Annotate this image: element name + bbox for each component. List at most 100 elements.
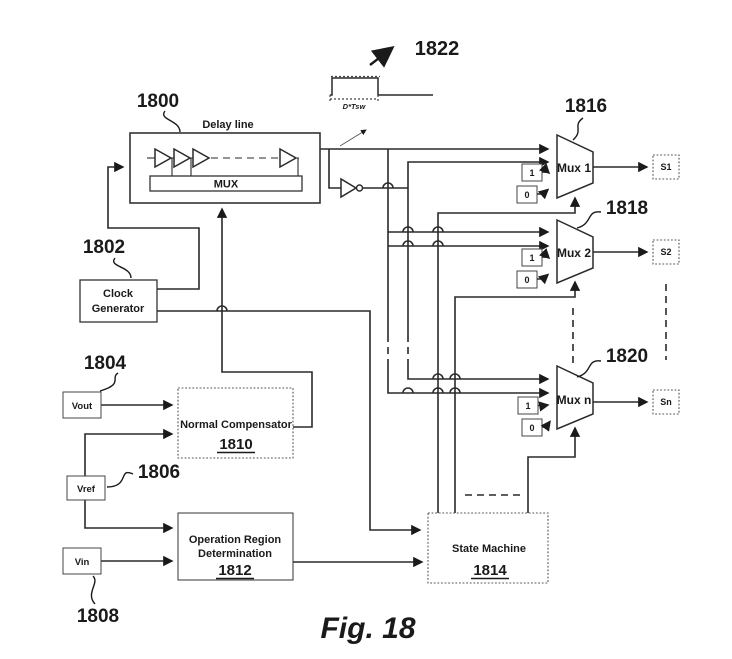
vin-label: Vin — [75, 557, 90, 568]
muxn-zero-arrow — [540, 420, 551, 432]
buffer-icon — [279, 147, 298, 169]
ref-1818: 1818 — [606, 198, 648, 219]
delay-mux-label: MUX — [214, 179, 239, 191]
state-machine-title: State Machine — [452, 543, 526, 555]
normal-compensator-ref: 1810 — [219, 436, 252, 453]
mux2-one-label: 1 — [529, 253, 534, 263]
clock-generator-line1: Clock — [103, 288, 134, 300]
hop-crossings — [216, 182, 461, 394]
delay-line-box — [129, 132, 321, 204]
mux2-one-arrow — [539, 248, 551, 260]
muxn-block: Mux n 1 0 Sn 1820 — [517, 346, 680, 437]
wire-clock-to-delayline — [107, 161, 200, 290]
vref-label: Vref — [77, 484, 96, 495]
ref-1816: 1816 — [565, 96, 607, 117]
wires — [84, 143, 667, 568]
ref-1820: 1820 — [606, 346, 648, 367]
ref-1806: 1806 — [138, 462, 180, 483]
normal-compensator-box — [177, 387, 294, 459]
muxn-output-label: Sn — [660, 397, 672, 407]
mux2-zero-label: 0 — [524, 275, 529, 285]
inverter — [340, 177, 364, 199]
mux2-block: Mux 2 1 0 S2 1818 — [516, 198, 680, 289]
delay-line-block: Delay line MUX — [129, 119, 321, 204]
mux1-one-arrow — [539, 163, 551, 175]
mux1-output-label: S1 — [660, 162, 671, 172]
wire-bus-direct-to-muxn — [387, 365, 550, 399]
ref-1804: 1804 — [84, 353, 127, 374]
figure-caption: Fig. 18 — [320, 612, 415, 645]
ref-1800: 1800 — [137, 91, 179, 112]
mux2-label: Mux 2 — [557, 246, 591, 260]
waveform-pointer-line — [339, 129, 367, 147]
mux1-block: Mux 1 1 0 S1 1816 — [516, 96, 680, 204]
muxn-zero-label: 0 — [529, 423, 534, 433]
state-machine-block: State Machine 1814 — [427, 512, 549, 584]
muxn-shape — [556, 364, 594, 431]
leader-1808 — [90, 575, 96, 605]
wire-select-muxn — [527, 426, 581, 513]
clock-generator-block: Clock Generator — [79, 279, 158, 323]
mux1-zero-arrow — [537, 188, 550, 200]
leader-1806 — [106, 471, 134, 488]
reference-labels: 1800 1802 1804 1806 1808 — [77, 91, 181, 627]
mux1-one-label: 1 — [529, 168, 534, 178]
operation-region-line1: Operation Region — [189, 534, 282, 546]
leader-1820 — [576, 360, 602, 378]
wire-vref-to-compensator — [84, 428, 174, 476]
waveform-width-marker — [329, 95, 379, 101]
mux1-shape — [556, 133, 594, 200]
wire-inverter-branch — [328, 149, 341, 189]
ref-1808: 1808 — [77, 606, 119, 627]
state-machine-ref: 1814 — [473, 562, 507, 579]
waveform-annotation: D*Tsw 1822 — [329, 38, 460, 147]
inverter-bubble-icon — [355, 184, 364, 192]
wire-select-mux1 — [437, 196, 581, 513]
buffer-tap-connectors — [171, 157, 299, 176]
muxn-one-arrow — [537, 401, 550, 412]
leader-1816 — [572, 117, 584, 141]
wire-vref-to-ord — [84, 500, 174, 534]
muxn-output-box — [652, 389, 680, 415]
wire-inverted-to-mux1 — [407, 156, 550, 188]
mux1-zero-label: 0 — [524, 190, 529, 200]
source-boxes: Vout Vref Vin — [62, 391, 106, 575]
wire-clock-to-statemachine — [157, 310, 422, 536]
leader-1802 — [112, 257, 132, 279]
normal-compensator-block: Normal Compensator 1810 — [177, 387, 294, 459]
waveform-pulse — [330, 77, 433, 96]
mux2-output-label: S2 — [660, 247, 671, 257]
delay-line-title: Delay line — [202, 119, 253, 131]
ref-1822-arrow-icon — [369, 46, 395, 68]
wire-compensator-to-delayline — [216, 207, 313, 428]
muxn-one-label: 1 — [525, 401, 530, 411]
mux2-shape — [556, 218, 594, 285]
vout-label: Vout — [72, 401, 93, 412]
inverter-icon — [340, 177, 358, 199]
leader-1804 — [99, 372, 119, 392]
waveform-label: D*Tsw — [343, 102, 367, 111]
leader-1800 — [162, 110, 181, 133]
clock-generator-box — [79, 279, 158, 323]
clock-generator-line2: Generator — [92, 303, 145, 315]
delay-mux-bar — [149, 175, 303, 192]
mux1-label: Mux 1 — [557, 161, 591, 175]
operation-region-box — [177, 512, 294, 581]
mux1-output-box — [652, 154, 680, 180]
buffer-icon — [154, 147, 173, 169]
operation-region-ref: 1812 — [218, 562, 251, 579]
vref-box — [66, 475, 106, 501]
ref-1822: 1822 — [415, 38, 460, 60]
mux2-output-box — [652, 239, 680, 265]
mux2-zero-arrow — [537, 273, 550, 285]
state-machine-box — [427, 512, 549, 584]
leader-1818 — [576, 211, 602, 229]
operation-region-line2: Determination — [198, 548, 272, 560]
muxn-label: Mux n — [557, 393, 592, 407]
vout-box — [62, 391, 102, 419]
ref-1802: 1802 — [83, 237, 125, 258]
operation-region-block: Operation Region Determination 1812 — [177, 512, 294, 581]
wire-bus-inverted-to-muxn — [407, 365, 550, 385]
